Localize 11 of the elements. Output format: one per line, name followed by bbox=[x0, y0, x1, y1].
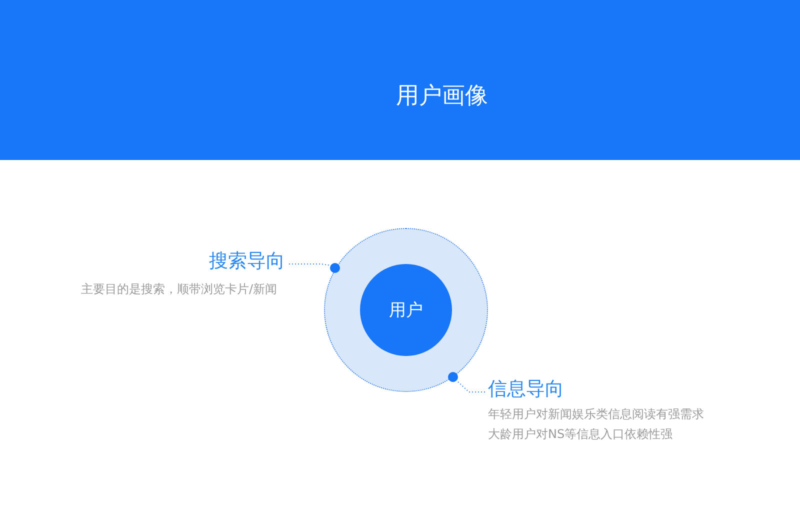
title: 用户画像 bbox=[396, 82, 488, 111]
description: 主要目的是搜索，顺带浏览卡片/新闻 bbox=[80, 281, 277, 298]
marker-dot bbox=[330, 263, 340, 273]
marker-dot bbox=[448, 372, 458, 382]
leader-line bbox=[288, 264, 332, 266]
node-label: 用户 bbox=[389, 300, 423, 322]
heading: 信息导向 bbox=[488, 377, 564, 402]
description: 大龄用户对NS等信息入口依赖性强 bbox=[488, 426, 673, 443]
heading: 搜索导向 bbox=[209, 249, 285, 274]
leader-line bbox=[456, 380, 486, 392]
description: 年轻用户对新闻娱乐类信息阅读有强需求 bbox=[488, 406, 704, 423]
